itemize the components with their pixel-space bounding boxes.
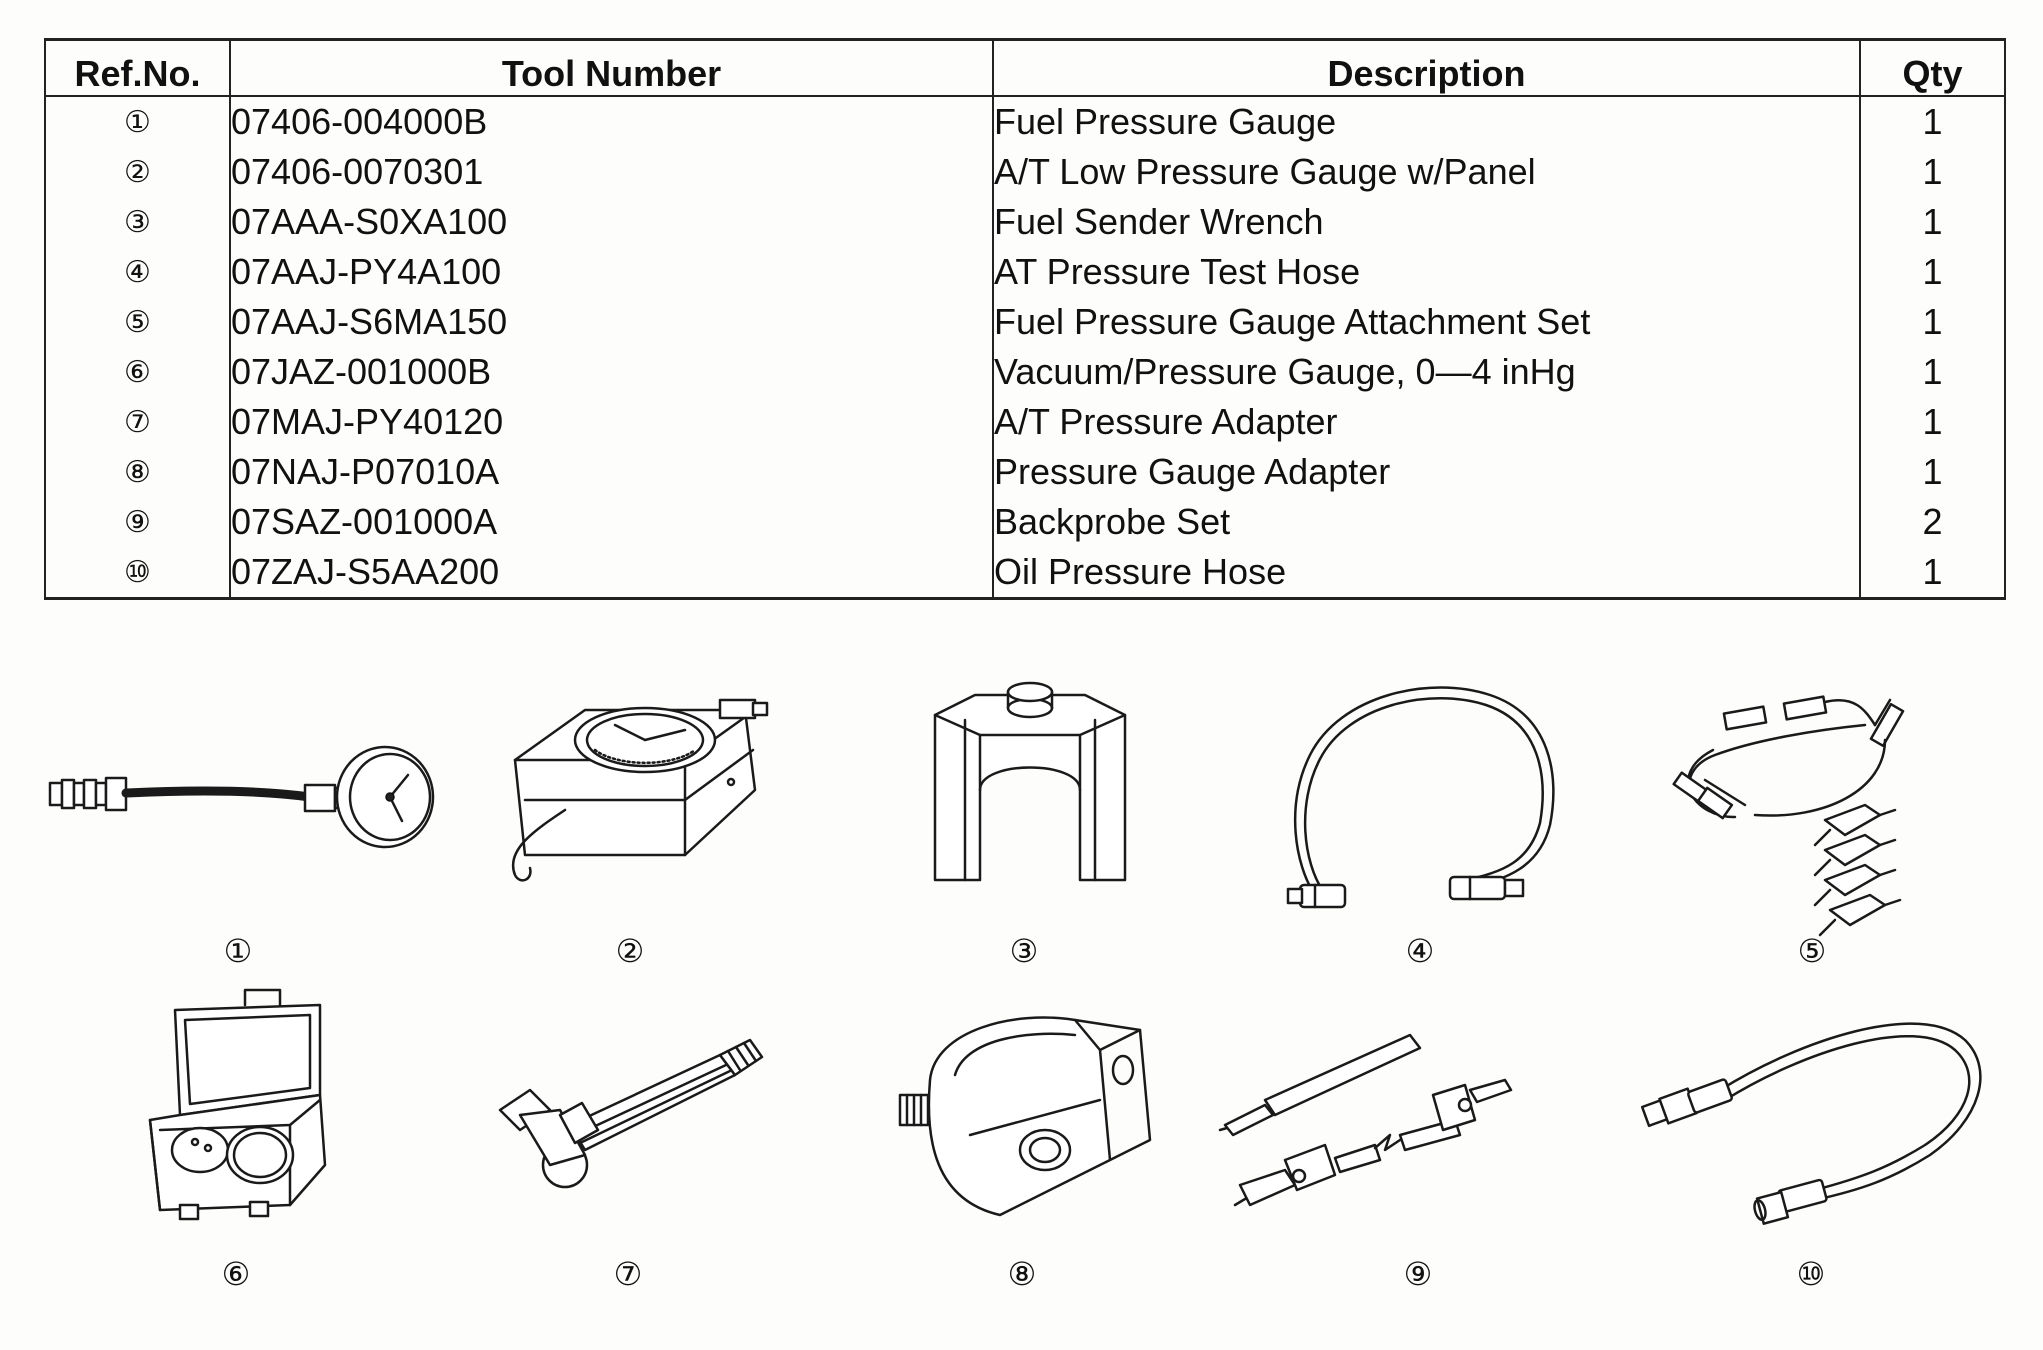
description-cell: Fuel Pressure Gauge: [992, 96, 1861, 147]
table-row: ⑥ 07JAZ-001000B Vacuum/Pressure Gauge, 0…: [44, 347, 2006, 397]
figure-label: ⑧: [1007, 1255, 1037, 1293]
tool-number-cell: 07AAJ-PY4A100: [229, 247, 994, 297]
description-cell: AT Pressure Test Hose: [992, 247, 1861, 297]
backprobe-set-icon: [1215, 1010, 1515, 1230]
figure-label: ⑥: [221, 1255, 251, 1293]
low-pressure-gauge-panel-icon: [495, 690, 775, 890]
table-row: ⑨ 07SAZ-001000A Backprobe Set 2: [44, 497, 2006, 547]
oil-pressure-hose-icon: [1630, 1000, 2000, 1240]
table-row: ⑦ 07MAJ-PY40120 A/T Pressure Adapter 1: [44, 397, 2006, 447]
figure-label: ⑦: [613, 1255, 643, 1293]
header-description: Description: [992, 38, 1861, 97]
description-cell: Fuel Sender Wrench: [992, 197, 1861, 247]
table-row: ③ 07AAA-S0XA100 Fuel Sender Wrench 1: [44, 197, 2006, 247]
ref-cell: ④: [44, 247, 231, 297]
fuel-pressure-gauge-icon: [40, 735, 440, 855]
tool-number-cell: 07406-004000B: [229, 96, 994, 147]
description-cell: Pressure Gauge Adapter: [992, 447, 1861, 497]
description-cell: Backprobe Set: [992, 497, 1861, 547]
table-row: ⑩ 07ZAJ-S5AA200 Oil Pressure Hose 1: [44, 547, 2006, 600]
header-ref-no: Ref.No.: [44, 38, 231, 97]
table-row: ④ 07AAJ-PY4A100 AT Pressure Test Hose 1: [44, 247, 2006, 297]
tool-number-cell: 07AAJ-S6MA150: [229, 297, 994, 347]
description-cell: A/T Pressure Adapter: [992, 397, 1861, 447]
description-cell: Oil Pressure Hose: [992, 547, 1861, 600]
figure-label: ④: [1405, 932, 1435, 970]
figure-label: ①: [223, 932, 253, 970]
pressure-adapter-icon: [490, 1015, 770, 1215]
qty-cell: 1: [1859, 397, 2006, 447]
qty-cell: 1: [1859, 347, 2006, 397]
ref-cell: ⑦: [44, 397, 231, 447]
figure-label: ③: [1009, 932, 1039, 970]
ref-cell: ⑧: [44, 447, 231, 497]
tool-number-cell: 07406-0070301: [229, 147, 994, 197]
qty-cell: 2: [1859, 497, 2006, 547]
special-tools-table: Ref.No. Tool Number Description Qty ① 07…: [44, 38, 2006, 600]
gauge-attachment-set-icon: [1665, 680, 1965, 937]
qty-cell: 1: [1859, 447, 2006, 497]
figure-label: ②: [615, 932, 645, 970]
tool-number-cell: 07NAJ-P07010A: [229, 447, 994, 497]
tool-number-cell: 07SAZ-001000A: [229, 497, 994, 547]
qty-cell: 1: [1859, 197, 2006, 247]
vacuum-gauge-case-icon: [140, 988, 340, 1230]
table-row: ② 07406-0070301 A/T Low Pressure Gauge w…: [44, 147, 2006, 197]
ref-cell: ⑥: [44, 347, 231, 397]
figure-label: ⑤: [1797, 932, 1827, 970]
ref-cell: ③: [44, 197, 231, 247]
gauge-adapter-block-icon: [895, 1000, 1155, 1230]
ref-cell: ⑩: [44, 547, 231, 600]
qty-cell: 1: [1859, 297, 2006, 347]
header-tool-number: Tool Number: [229, 38, 994, 97]
fuel-sender-wrench-icon: [920, 680, 1140, 890]
qty-cell: 1: [1859, 247, 2006, 297]
ref-cell: ②: [44, 147, 231, 197]
figure-label: ⑩: [1796, 1255, 1826, 1293]
table-row: ⑤ 07AAJ-S6MA150 Fuel Pressure Gauge Atta…: [44, 297, 2006, 347]
tool-number-cell: 07AAA-S0XA100: [229, 197, 994, 247]
table-header-row: Ref.No. Tool Number Description Qty: [44, 38, 2006, 97]
qty-cell: 1: [1859, 96, 2006, 147]
ref-cell: ⑨: [44, 497, 231, 547]
ref-cell: ⑤: [44, 297, 231, 347]
table-row: ① 07406-004000B Fuel Pressure Gauge 1: [44, 96, 2006, 147]
tool-number-cell: 07JAZ-001000B: [229, 347, 994, 397]
tool-number-cell: 07MAJ-PY40120: [229, 397, 994, 447]
pressure-test-hose-icon: [1286, 665, 1560, 915]
figure-label: ⑨: [1403, 1255, 1433, 1293]
qty-cell: 1: [1859, 147, 2006, 197]
table-row: ⑧ 07NAJ-P07010A Pressure Gauge Adapter 1: [44, 447, 2006, 497]
tool-number-cell: 07ZAJ-S5AA200: [229, 547, 994, 600]
description-cell: Fuel Pressure Gauge Attachment Set: [992, 297, 1861, 347]
header-qty: Qty: [1859, 38, 2006, 97]
ref-cell: ①: [44, 96, 231, 147]
description-cell: A/T Low Pressure Gauge w/Panel: [992, 147, 1861, 197]
qty-cell: 1: [1859, 547, 2006, 600]
description-cell: Vacuum/Pressure Gauge, 0—4 inHg: [992, 347, 1861, 397]
